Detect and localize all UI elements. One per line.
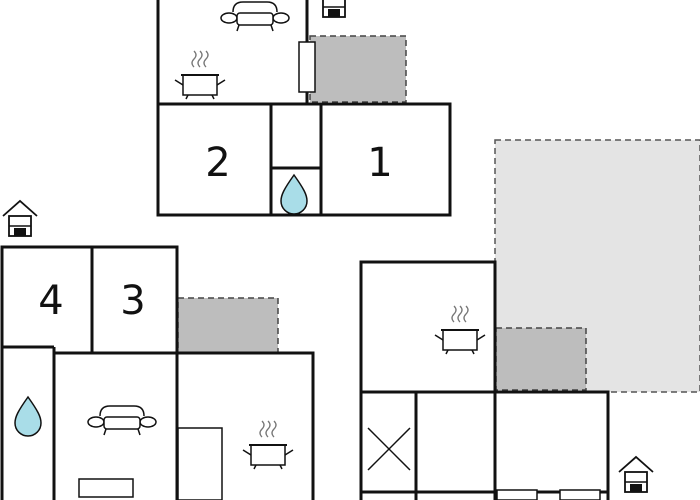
house-entrance-icon	[316, 0, 352, 18]
closet-lower-left	[177, 427, 223, 500]
sofa-icon	[87, 405, 157, 436]
upper-building	[156, 0, 452, 217]
water-drop-icon	[280, 174, 308, 215]
terrace-lower-left	[177, 297, 279, 354]
window-marker-upper	[298, 41, 316, 93]
house-entrance-icon	[618, 456, 654, 493]
window-marker-lower-left	[78, 478, 134, 498]
terrace-lower-right	[495, 327, 587, 391]
sofa-icon	[220, 1, 290, 32]
house-entrance-icon	[2, 200, 38, 237]
room-label-2: 2	[205, 140, 230, 186]
terrace-upper	[309, 35, 407, 103]
room-label-4: 4	[38, 278, 63, 324]
window-marker-lower-right-2	[559, 489, 601, 500]
window-marker-lower-right-1	[496, 489, 538, 500]
cooking-pot-icon	[434, 305, 486, 355]
room-label-1: 1	[367, 140, 392, 186]
water-drop-icon	[14, 396, 42, 437]
cooking-pot-icon	[242, 420, 294, 470]
room-label-3: 3	[120, 278, 145, 324]
crossed-void-icon	[367, 427, 411, 471]
lower-left-building	[0, 245, 315, 500]
cooking-pot-icon	[174, 50, 226, 100]
